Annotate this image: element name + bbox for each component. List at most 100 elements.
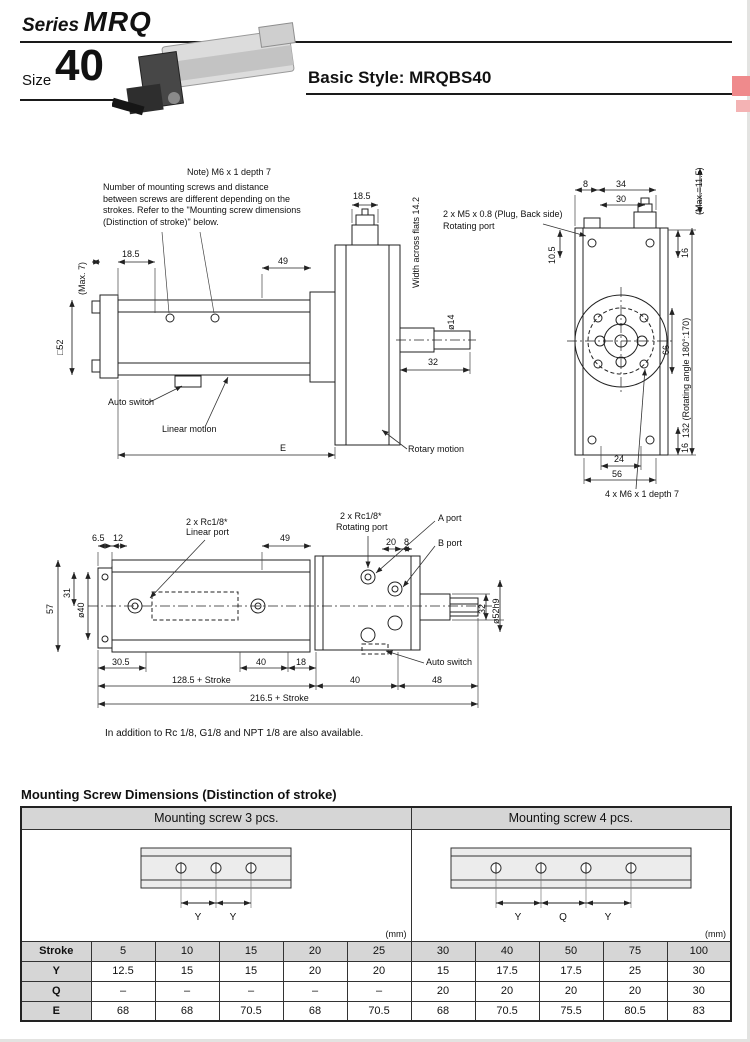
dia-14-label: ø14 bbox=[446, 314, 456, 330]
dim-49-label: 49 bbox=[278, 256, 289, 266]
y-row: Y 12.5 15 15 20 20 15 17.5 17.5 25 30 bbox=[20, 960, 732, 982]
stroke-cell: 25 bbox=[346, 940, 412, 962]
dim-56-label: 56 bbox=[612, 469, 623, 479]
size-value: 40 bbox=[55, 41, 104, 90]
stroke-cell: 30 bbox=[410, 940, 476, 962]
rotating-port-label: Rotating port bbox=[443, 221, 495, 231]
dim-q-label: Q bbox=[559, 912, 567, 923]
dim-12-label: 12 bbox=[113, 533, 124, 543]
dim-30-5-label: 30.5 bbox=[112, 657, 130, 667]
diagram-cell-3pcs: Y Y (mm) bbox=[20, 828, 412, 942]
row-header-q: Q bbox=[20, 980, 92, 1002]
dim-y2-label: Y bbox=[604, 912, 611, 923]
dim-y1-label: Y bbox=[195, 912, 202, 923]
q-cell: – bbox=[90, 980, 156, 1002]
dia-40-label: ø40 bbox=[76, 602, 86, 618]
dia-52h9-label: ø52h9 bbox=[491, 598, 501, 624]
mounting-diagram-4pcs: Y Q Y bbox=[450, 847, 692, 923]
mounting-note: Number of mounting screws and distance b… bbox=[103, 182, 301, 228]
y-cell: 20 bbox=[346, 960, 412, 982]
dim-18-5-left-label: 18.5 bbox=[122, 249, 140, 259]
dim-30-label: 30 bbox=[616, 194, 627, 204]
unit-label: (mm) bbox=[385, 928, 407, 939]
page-accent-tab bbox=[732, 76, 750, 96]
e-row: E 68 68 70.5 68 70.5 68 70.5 75.5 80.5 8… bbox=[20, 1000, 732, 1022]
b-port-label: B port bbox=[438, 538, 463, 548]
a-port-hole bbox=[360, 569, 376, 585]
linear-port-hole bbox=[127, 598, 143, 614]
page-accent-tab-small bbox=[736, 100, 750, 112]
header-divider bbox=[20, 41, 732, 43]
series-name-label: MRQ bbox=[83, 6, 152, 37]
q-cell: – bbox=[154, 980, 220, 1002]
plug-note-label: 2 x M5 x 0.8 (Plug, Back side) bbox=[443, 209, 563, 219]
stroke-row: Stroke 5 10 15 20 25 30 40 50 75 100 bbox=[20, 940, 732, 962]
dim-32-label: 32 bbox=[428, 357, 439, 367]
q-cell: 20 bbox=[410, 980, 476, 1002]
mounting-diagram-3pcs: Y Y bbox=[140, 847, 292, 923]
note-m6-label: Note) M6 x 1 depth 7 bbox=[187, 167, 272, 177]
stroke-cell: 10 bbox=[154, 940, 220, 962]
rotating-port-label-2: Rotating port bbox=[336, 522, 388, 532]
y-cell: 20 bbox=[282, 960, 348, 982]
dim-10-5-label: 10.5 bbox=[547, 246, 557, 264]
y-cell: 12.5 bbox=[90, 960, 156, 982]
group-header-row: Mounting screw 3 pcs. Mounting screw 4 p… bbox=[20, 806, 732, 830]
q-cell: – bbox=[282, 980, 348, 1002]
e-cell: 68 bbox=[154, 1000, 220, 1022]
screw-note-label: 4 x M6 x 1 depth 7 bbox=[605, 489, 680, 499]
group-header-3pcs: Mounting screw 3 pcs. bbox=[20, 806, 412, 830]
linear-port-size-label: 2 x Rc1/8* bbox=[186, 517, 228, 527]
diagram-cell-4pcs: Y Q Y (mm) bbox=[410, 828, 732, 942]
q-cell: – bbox=[218, 980, 284, 1002]
dim-20-label: 20 bbox=[386, 537, 397, 547]
stroke-cell: 40 bbox=[474, 940, 540, 962]
row-header-e: E bbox=[20, 1000, 92, 1022]
diagram-row: Y Y (mm) bbox=[20, 828, 732, 942]
mounting-screw-hole bbox=[210, 313, 220, 323]
stroke-cell: 100 bbox=[666, 940, 732, 962]
side-view-drawing bbox=[69, 202, 476, 459]
unit-label: (mm) bbox=[705, 928, 727, 939]
q-cell: 20 bbox=[474, 980, 540, 1002]
a-port-label: A port bbox=[438, 513, 462, 523]
e-cell: 68 bbox=[410, 1000, 476, 1022]
stroke-cell: 15 bbox=[218, 940, 284, 962]
dim-18-label: 18 bbox=[296, 657, 307, 667]
y-cell: 15 bbox=[154, 960, 220, 982]
dim-49-top-label: 49 bbox=[280, 533, 291, 543]
e-cell: 70.5 bbox=[346, 1000, 412, 1022]
dim-31-label: 31 bbox=[62, 587, 72, 598]
stroke-216-label: 216.5 + Stroke bbox=[250, 693, 309, 703]
dim-8-top-label: 8 bbox=[404, 537, 410, 547]
q-cell: 20 bbox=[602, 980, 668, 1002]
screw-icons bbox=[490, 862, 637, 874]
stroke-cell: 75 bbox=[602, 940, 668, 962]
series-prefix-label: Series bbox=[22, 15, 80, 36]
e-cell: 75.5 bbox=[538, 1000, 604, 1022]
dim-8-label: 8 bbox=[583, 179, 589, 189]
port-thread-footnote: In addition to Rc 1/8, G1/8 and NPT 1/8 … bbox=[105, 728, 364, 739]
e-cell: 80.5 bbox=[602, 1000, 668, 1022]
dim-48-label: 48 bbox=[432, 675, 443, 685]
dim-57-label: 57 bbox=[45, 603, 55, 614]
e-cell: 83 bbox=[666, 1000, 732, 1022]
y-cell: 15 bbox=[410, 960, 476, 982]
sq-52-label: □52 bbox=[55, 339, 65, 355]
y-cell: 17.5 bbox=[538, 960, 604, 982]
q-row: Q – – – – – 20 20 20 20 30 bbox=[20, 980, 732, 1002]
linear-port-label: Linear port bbox=[186, 527, 230, 537]
y-cell: 25 bbox=[602, 960, 668, 982]
dim-40-right-label: 40 bbox=[350, 675, 361, 685]
b-port-hole bbox=[387, 581, 403, 597]
q-cell: 20 bbox=[538, 980, 604, 1002]
dim-132-label: 132 (Rotating angle 180°:170) bbox=[681, 317, 691, 438]
group-header-4pcs: Mounting screw 4 pcs. bbox=[410, 806, 732, 830]
table-title: Mounting Screw Dimensions (Distinction o… bbox=[21, 787, 337, 802]
q-cell: – bbox=[346, 980, 412, 1002]
dim-16-top-label: 16 bbox=[680, 247, 690, 258]
y-cell: 17.5 bbox=[474, 960, 540, 982]
basic-style-underline bbox=[306, 93, 732, 95]
width-across-flats-label: Width across flats 14.2 bbox=[411, 196, 421, 288]
basic-style-title: Basic Style: MRQBS40 bbox=[308, 68, 492, 87]
